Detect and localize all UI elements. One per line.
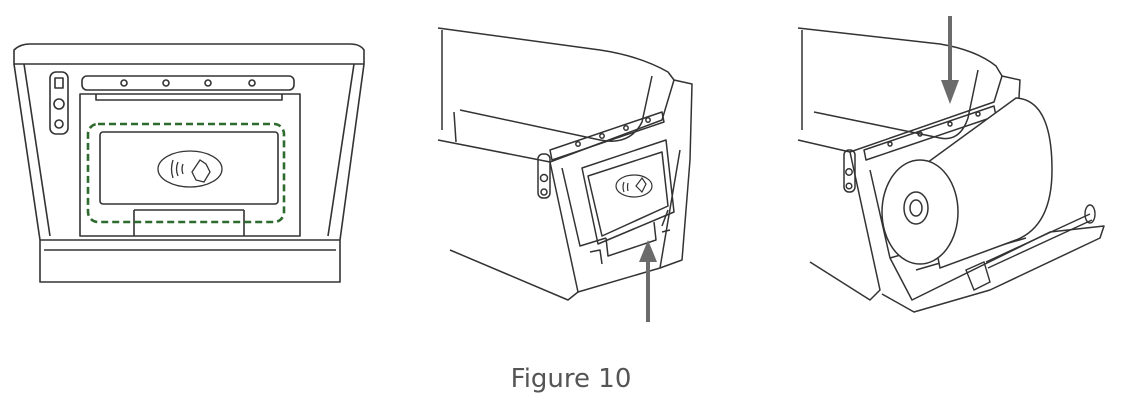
down-arrow-icon	[941, 16, 959, 104]
front-view-panel	[0, 0, 380, 340]
paper-roll-icon	[881, 97, 1053, 270]
open-cover-panel	[430, 0, 730, 340]
paper-roll-drawing	[797, 16, 1105, 313]
display-bezel	[13, 43, 365, 65]
contactless-icon	[157, 150, 223, 188]
side-button-panel	[49, 71, 69, 135]
open-cover-drawing	[437, 27, 693, 322]
led-bar	[81, 75, 295, 91]
front-view-drawing	[13, 43, 365, 283]
contactless-icon	[615, 174, 653, 198]
nfc-zone-outline	[86, 122, 286, 224]
up-arrow-icon	[639, 240, 657, 322]
figure-caption-text: Figure 10	[510, 364, 632, 394]
figure-caption: Figure 10	[0, 364, 1122, 394]
paper-roll-panel	[790, 0, 1122, 340]
body-shell	[13, 63, 365, 283]
